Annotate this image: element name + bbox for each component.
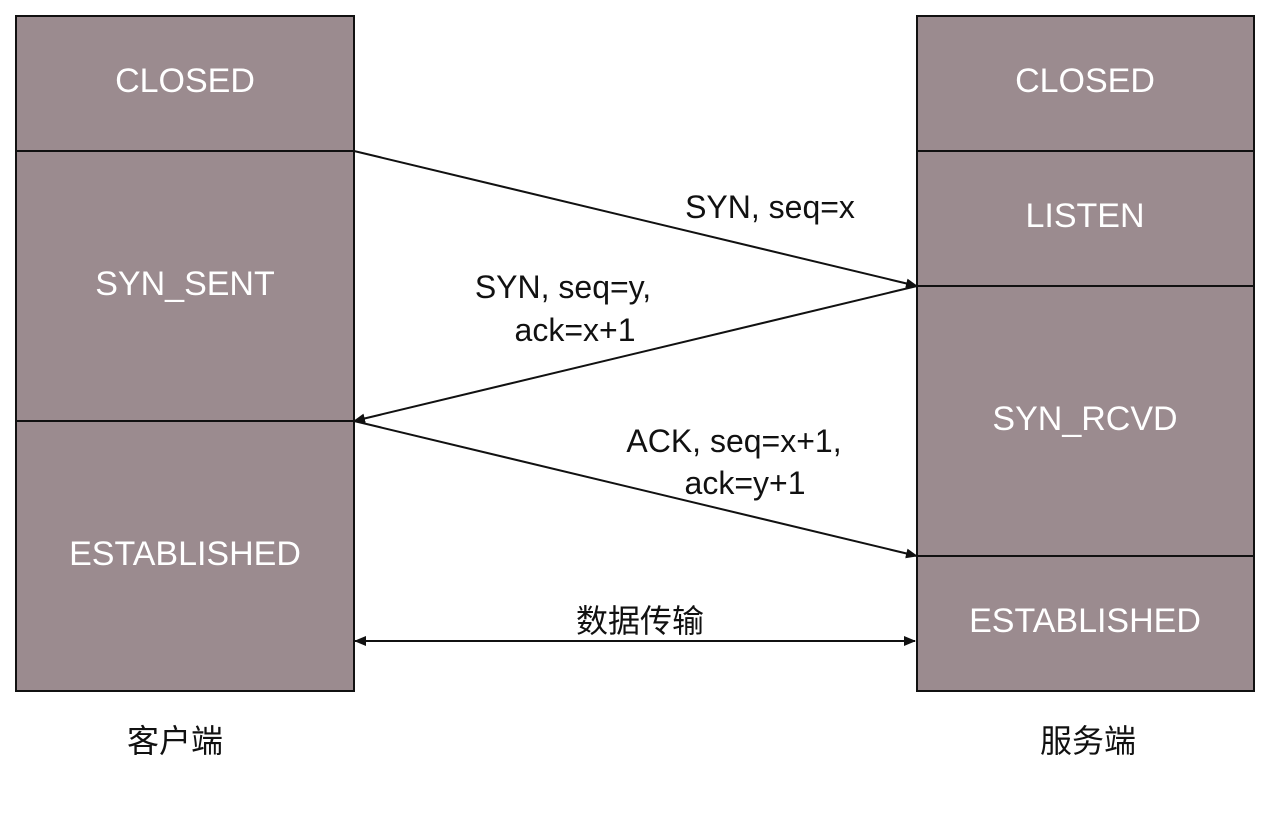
server-label: 服务端 bbox=[1040, 722, 1136, 760]
syn-label: SYN, seq=x bbox=[685, 189, 855, 225]
syn-ack-label-line1: SYN, seq=y, bbox=[475, 269, 651, 305]
ack-arrow bbox=[353, 420, 918, 559]
client-syn-sent-label: SYN_SENT bbox=[95, 265, 275, 303]
server-listen-label: LISTEN bbox=[1025, 197, 1144, 235]
client-established-label: ESTABLISHED bbox=[69, 535, 301, 573]
server-syn-rcvd-label: SYN_RCVD bbox=[992, 400, 1177, 438]
client-syn-sent-box bbox=[15, 150, 355, 422]
server-established-box bbox=[916, 555, 1255, 692]
server-established-label: ESTABLISHED bbox=[969, 602, 1201, 640]
server-column: CLOSED LISTEN SYN_RCVD ESTABLISHED bbox=[916, 15, 1255, 692]
client-closed-box bbox=[15, 15, 355, 152]
ack-label-line2: ack=y+1 bbox=[685, 465, 806, 501]
server-closed-label: CLOSED bbox=[1015, 62, 1155, 100]
syn-ack-label-line2: ack=x+1 bbox=[515, 312, 636, 348]
server-closed-box bbox=[916, 15, 1255, 152]
data-transfer-label: 数据传输 bbox=[576, 602, 704, 640]
client-established-box bbox=[15, 420, 355, 692]
server-listen-box bbox=[916, 150, 1255, 287]
syn-ack-arrow bbox=[353, 285, 918, 424]
syn-arrow bbox=[353, 150, 918, 289]
client-label: 客户端 bbox=[127, 722, 223, 760]
client-closed-label: CLOSED bbox=[115, 62, 255, 100]
server-syn-rcvd-box bbox=[916, 285, 1255, 557]
ack-label-line1: ACK, seq=x+1, bbox=[626, 423, 841, 459]
client-column: CLOSED SYN_SENT ESTABLISHED bbox=[15, 15, 355, 692]
